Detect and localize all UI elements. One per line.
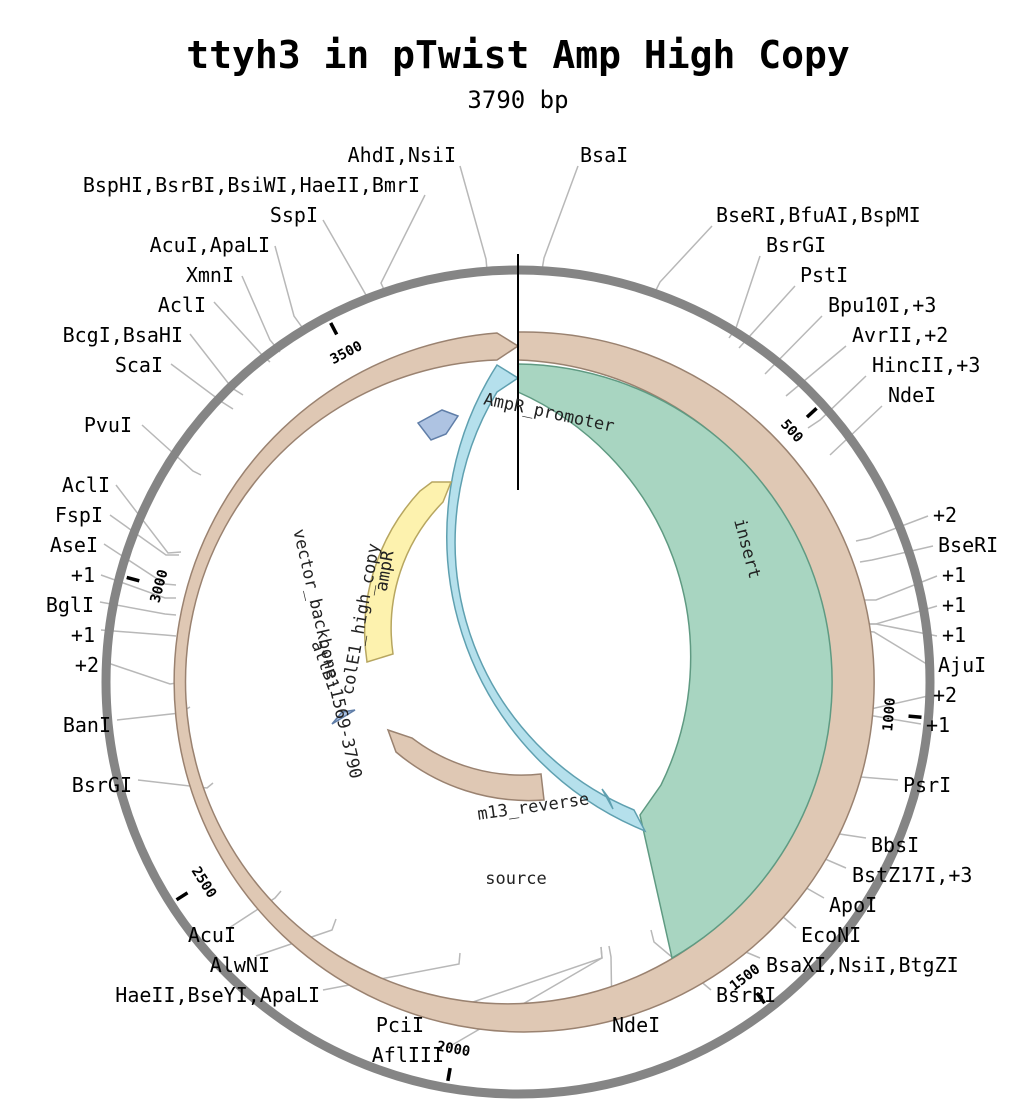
restriction-site-label[interactable]: +1: [71, 623, 95, 647]
restriction-site-label[interactable]: AseI: [50, 533, 98, 557]
feature-ampr[interactable]: [364, 481, 453, 663]
restriction-site-label[interactable]: BsaXI,NsiI,BtgZI: [766, 953, 959, 977]
restriction-site-label[interactable]: PsrI: [903, 773, 951, 797]
leader-line: [541, 165, 579, 271]
restriction-site-label[interactable]: BsrGI: [766, 233, 826, 257]
restriction-site-label[interactable]: AhdI,NsiI: [348, 143, 456, 167]
restriction-site-label[interactable]: +1: [71, 563, 95, 587]
restriction-site-label[interactable]: BsrGI: [72, 773, 132, 797]
restriction-site-labels: BsaIBseRI,BfuAI,BspMIBsrGIPstIBpu10I,+3A…: [46, 143, 998, 1067]
restriction-site-label[interactable]: BsrBI: [716, 983, 776, 1007]
leader-line: [863, 575, 938, 601]
restriction-site-label[interactable]: XmnI: [186, 263, 234, 287]
restriction-site-label[interactable]: BglI: [46, 593, 94, 617]
restriction-site-label[interactable]: EcoNI: [801, 923, 861, 947]
leader-line: [241, 275, 281, 353]
leader-line: [115, 484, 182, 554]
restriction-site-label[interactable]: +1: [942, 593, 966, 617]
feature-label: source: [485, 869, 546, 889]
restriction-site-label[interactable]: AjuI: [938, 653, 986, 677]
leader-line: [170, 363, 234, 410]
tick-mark: [908, 714, 922, 719]
feature-m13-reverse[interactable]: [601, 788, 614, 810]
leader-line: [137, 779, 214, 789]
restriction-site-label[interactable]: HaeII,BseYI,ApaLI: [115, 983, 320, 1007]
restriction-site-label[interactable]: AvrII,+2: [852, 323, 948, 347]
leader-line: [104, 661, 184, 685]
restriction-site-label[interactable]: +1: [942, 563, 966, 587]
restriction-site-label[interactable]: AclI: [158, 293, 206, 317]
leader-line: [141, 424, 202, 476]
restriction-site-label[interactable]: BseRI: [938, 533, 998, 557]
restriction-site-label[interactable]: ScaI: [115, 353, 163, 377]
restriction-site-label[interactable]: BstZ17I,+3: [852, 863, 972, 887]
restriction-site-label[interactable]: AflIII: [372, 1043, 444, 1067]
restriction-site-label[interactable]: NdeI: [888, 383, 936, 407]
feature-cole1[interactable]: [386, 728, 545, 802]
feature-insert[interactable]: [517, 363, 833, 960]
leader-line: [785, 345, 847, 397]
leader-line: [459, 165, 488, 271]
restriction-site-label[interactable]: +2: [933, 683, 957, 707]
restriction-site-label[interactable]: Bpu10I,+3: [828, 293, 936, 317]
restriction-site-label[interactable]: PstI: [800, 263, 848, 287]
feature-vector-backbone[interactable]: [446, 363, 647, 833]
leader-line: [322, 219, 371, 303]
leader-line: [213, 301, 271, 363]
leader-line: [100, 629, 177, 637]
tick-label: 2500: [188, 864, 220, 901]
restriction-site-label[interactable]: SspI: [270, 203, 318, 227]
tick-mark: [175, 891, 189, 902]
restriction-site-label[interactable]: +2: [75, 653, 99, 677]
tick-label: 2000: [435, 1039, 471, 1061]
tick-label: 500: [777, 417, 806, 446]
restriction-site-label[interactable]: BsaI: [580, 143, 628, 167]
tick-mark: [329, 322, 339, 336]
tick-mark: [126, 575, 140, 583]
tick-label: 3000: [147, 568, 171, 605]
leader-line: [807, 375, 867, 429]
leader-line: [225, 890, 282, 931]
restriction-site-label[interactable]: +1: [926, 713, 950, 737]
restriction-site-label[interactable]: BspHI,BsrBI,BsiWI,HaeII,BmrI: [83, 173, 420, 197]
leader-line: [859, 545, 934, 563]
restriction-site-label[interactable]: ApoI: [829, 893, 877, 917]
restriction-site-label[interactable]: HincII,+3: [872, 353, 980, 377]
tick-label: 1000: [880, 697, 899, 732]
restriction-site-label[interactable]: AcuI,ApaLI: [150, 233, 270, 257]
leader-line: [99, 601, 177, 616]
restriction-site-label[interactable]: PvuI: [84, 413, 132, 437]
restriction-site-label[interactable]: +1: [942, 623, 966, 647]
restriction-site-label[interactable]: BcgI,BsaHI: [63, 323, 183, 347]
leader-line: [653, 225, 713, 295]
restriction-site-label[interactable]: AcuI: [188, 923, 236, 947]
feature-attb1[interactable]: [331, 709, 356, 725]
feature-ampr-promoter[interactable]: [416, 409, 460, 441]
restriction-site-label[interactable]: BseRI,BfuAI,BspMI: [716, 203, 921, 227]
restriction-site-label[interactable]: FspI: [55, 503, 103, 527]
leader-line: [829, 405, 883, 456]
tick-label: 3500: [328, 338, 365, 368]
leader-line: [109, 514, 179, 556]
page-title: ttyh3 in pTwist Amp High Copy: [186, 33, 849, 77]
leader-line: [255, 918, 337, 957]
restriction-site-label[interactable]: NdeI: [612, 1013, 660, 1037]
leader-line: [855, 515, 929, 542]
restriction-site-label[interactable]: AclI: [62, 473, 110, 497]
leader-line: [764, 315, 823, 375]
tick-mark: [805, 407, 818, 419]
leader-line: [274, 245, 305, 331]
restriction-site-label[interactable]: AlwNI: [210, 953, 270, 977]
restriction-site-label[interactable]: PciI: [376, 1013, 424, 1037]
restriction-site-label[interactable]: BanI: [63, 713, 111, 737]
restriction-site-label[interactable]: BbsI: [871, 833, 919, 857]
sequence-length: 3790 bp: [467, 86, 568, 114]
restriction-site-label[interactable]: +2: [933, 503, 957, 527]
tick-mark: [755, 991, 767, 1005]
tick-mark: [446, 1067, 452, 1082]
